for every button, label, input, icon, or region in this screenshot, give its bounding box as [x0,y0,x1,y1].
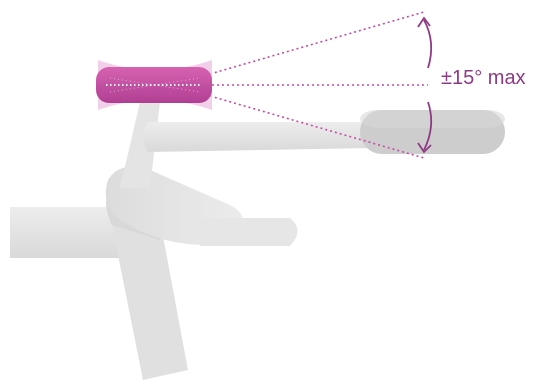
upper-limit-line [209,11,425,75]
tilt-angle-label: ±15° max [441,67,526,89]
lower-limit-line [209,95,425,159]
upper-arrow [423,19,433,69]
tilt-guide-lines [209,11,428,159]
down-tube [112,220,188,380]
extension-arm [200,218,298,246]
handlebar [143,122,372,152]
curved-double-arrow-icon [417,16,433,154]
lower-arrow [423,101,433,151]
top-tube [10,207,140,258]
